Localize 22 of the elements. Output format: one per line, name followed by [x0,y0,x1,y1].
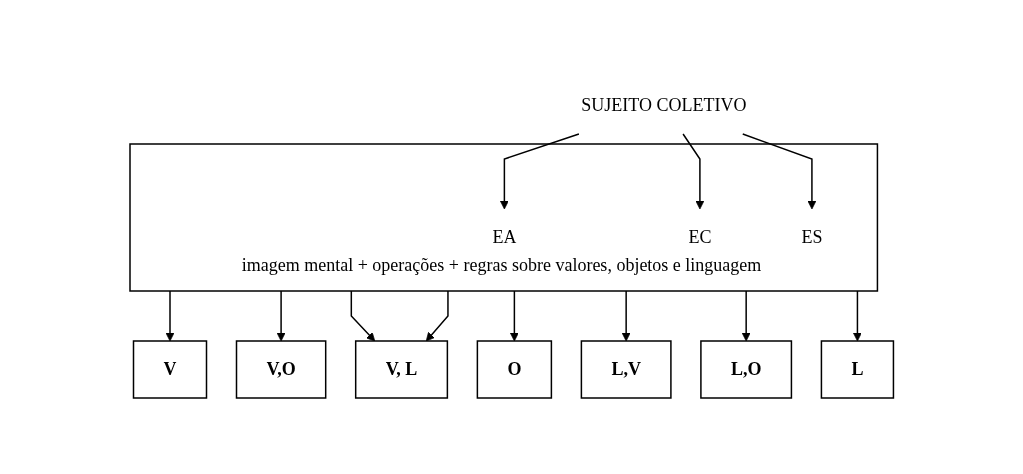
arrow [741,289,751,341]
node-box: L [820,339,894,399]
arrow [350,289,375,341]
arrow [165,289,175,341]
node-text: EC [688,226,712,247]
arrow [741,132,817,209]
node-box: L,V [580,339,672,399]
node-box: O [476,339,552,399]
arrow [425,289,449,341]
node-text: SUJEITO COLETIVO [581,94,747,115]
arrow [682,132,705,209]
arrow [499,132,580,209]
arrow [852,289,862,341]
node-box: L,O [699,339,792,399]
node-text: EA [492,226,517,247]
arrow [509,289,519,341]
node-box: V, L [354,339,448,399]
arrow [276,289,286,341]
node-box: V,O [235,339,327,399]
node-box: V [132,339,208,399]
node-text: ES [801,226,823,247]
arrow [621,289,631,341]
